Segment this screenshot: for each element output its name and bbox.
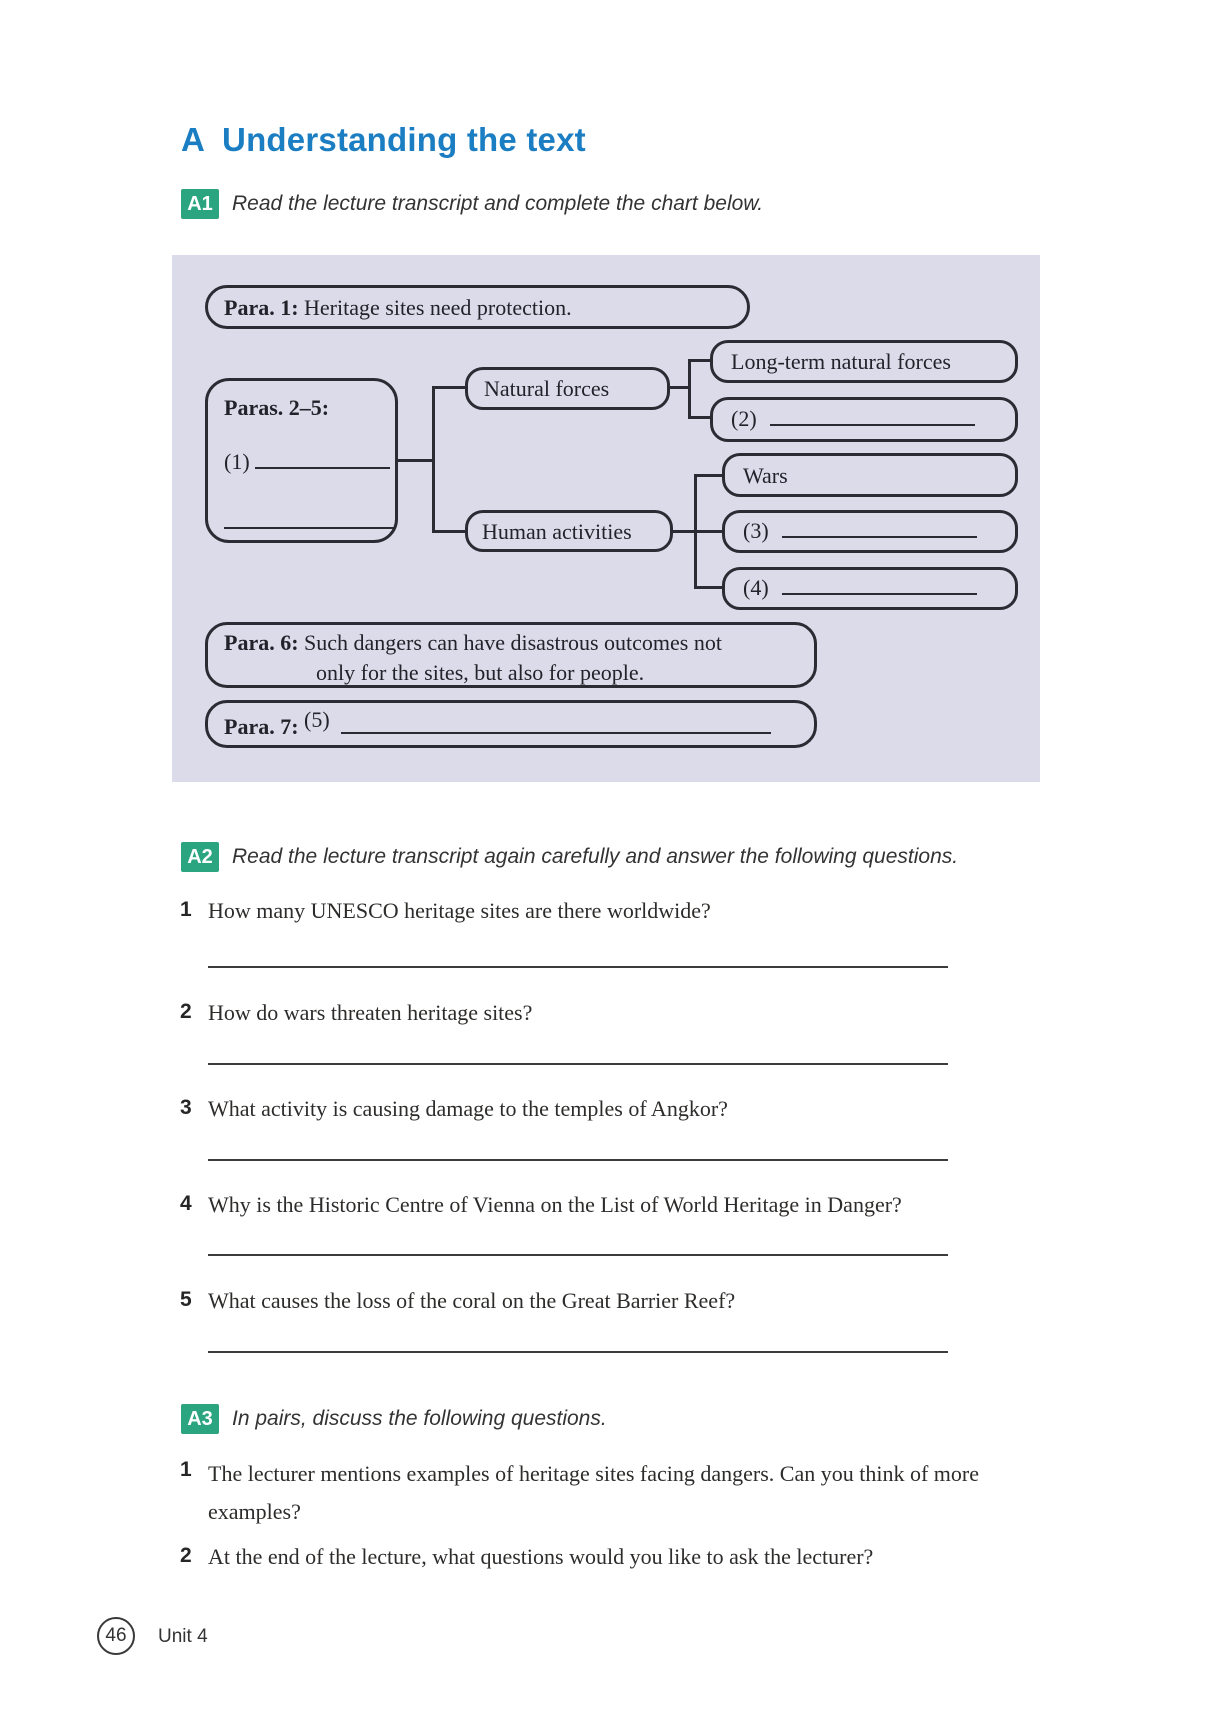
paras25-blank1-line [255, 449, 391, 469]
chart-box-wars: Wars [722, 453, 1018, 497]
chart-box-para1: Para. 1: Heritage sites need protection. [205, 285, 750, 329]
chart-panel: Para. 1: Heritage sites need protection.… [172, 255, 1040, 782]
paras25-label: Paras. 2–5: [224, 395, 330, 420]
blank4-number: (4) [743, 575, 769, 600]
para6-line1: Such dangers can have disastrous outcome… [304, 630, 722, 655]
a2-q1-answer-line [208, 966, 948, 968]
chart-box-natural-forces: Natural forces [465, 367, 670, 410]
blank4-line [782, 575, 978, 595]
a2-q2-number: 2 [180, 1000, 192, 1023]
badge-a3: A3 [181, 1404, 219, 1434]
a2-q4-text: Why is the Historic Centre of Vienna on … [208, 1192, 902, 1217]
a2-q2-text: How do wars threaten heritage sites? [208, 1000, 533, 1025]
chart-box-human-activities: Human activities [465, 510, 673, 552]
a3-q2-number: 2 [180, 1544, 192, 1567]
a2-q4-answer-line [208, 1254, 948, 1256]
paras25-blank1-number: (1) [224, 449, 250, 474]
connector-to-blank4 [694, 586, 722, 589]
connector-to-blank2 [688, 416, 710, 419]
a2-q1-text: How many UNESCO heritage sites are there… [208, 898, 711, 923]
a3-instruction: In pairs, discuss the following question… [232, 1407, 607, 1430]
paras25-blank1: (1) [224, 449, 395, 475]
blank3-number: (3) [743, 518, 769, 543]
section-title: Understanding the text [222, 121, 586, 158]
page-title: A Understanding the text [181, 121, 586, 159]
paras25-blank2 [224, 509, 396, 535]
para6-label: Para. 6: [224, 630, 299, 655]
a2-q2-answer-line [208, 1063, 948, 1065]
blank2-number: (2) [731, 406, 757, 431]
a3-q2-text: At the end of the lecture, what question… [208, 1544, 874, 1569]
chart-box-blank3: (3) [722, 510, 1018, 553]
para7-blank-line [341, 714, 772, 734]
para6-line2: only for the sites, but also for people. [316, 660, 645, 685]
para7-label: Para. 7: [224, 714, 299, 739]
a2-q5-number: 5 [180, 1288, 192, 1311]
para1-text: Heritage sites need protection. [304, 295, 572, 320]
chart-box-blank2: (2) [710, 397, 1018, 442]
a1-instruction: Read the lecture transcript and complete… [232, 192, 764, 215]
a2-q5-answer-line [208, 1351, 948, 1353]
unit-label: Unit 4 [158, 1626, 208, 1647]
page-number-badge: 46 [97, 1617, 135, 1655]
chart-box-blank4: (4) [722, 567, 1018, 610]
section-letter: A [181, 121, 206, 158]
connector-human-out [673, 530, 697, 533]
badge-a2: A2 [181, 842, 219, 872]
connector-to-blank3 [694, 530, 722, 533]
blank2-line [770, 406, 976, 426]
chart-box-para7: Para. 7: (5) [205, 700, 817, 748]
connector-to-natural [432, 386, 465, 389]
connector-paras25-trunk [398, 459, 435, 462]
connector-natural-vertical [688, 359, 691, 419]
connector-to-wars [694, 474, 722, 477]
blank3-line [782, 518, 978, 538]
a2-q4-number: 4 [180, 1192, 192, 1215]
chart-box-paras2-5: Paras. 2–5: (1) [205, 378, 398, 543]
para1-label: Para. 1: [224, 295, 299, 320]
a2-q3-number: 3 [180, 1096, 192, 1119]
connector-trunk-vertical [432, 386, 435, 533]
para7-blank-number: (5) [304, 707, 330, 732]
chart-box-longterm: Long-term natural forces [710, 340, 1018, 383]
a2-q1-number: 1 [180, 898, 192, 921]
a2-q5-text: What causes the loss of the coral on the… [208, 1288, 736, 1313]
connector-natural-out [670, 386, 691, 389]
chart-box-para6: Para. 6: Such dangers can have disastrou… [205, 622, 817, 688]
paras25-blank2-line [224, 509, 396, 529]
badge-a1: A1 [181, 189, 219, 219]
a2-q3-text: What activity is causing damage to the t… [208, 1096, 728, 1121]
a3-q1-number: 1 [180, 1458, 192, 1481]
a2-instruction: Read the lecture transcript again carefu… [232, 845, 959, 868]
connector-to-human [432, 530, 465, 533]
a2-q3-answer-line [208, 1159, 948, 1161]
connector-to-longterm [688, 359, 710, 362]
a3-q1-text: The lecturer mentions examples of herita… [208, 1461, 979, 1524]
